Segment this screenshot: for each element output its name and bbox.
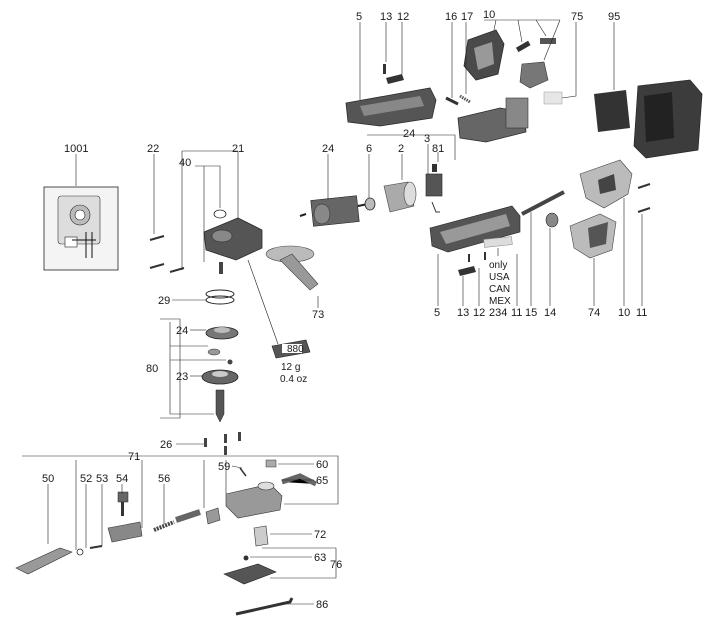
part-53-pin [89, 545, 103, 549]
callout-71: 71 [128, 451, 140, 463]
callout-3: 3 [424, 133, 430, 145]
part-72-sleeve [253, 525, 269, 547]
callout-24-low: 24 [176, 325, 188, 337]
callout-80: 80 [146, 363, 158, 375]
part-3-brush-holder [425, 173, 443, 197]
callout-22: 22 [147, 143, 159, 155]
grease-code: 880 [287, 344, 304, 355]
part-5-motor-housing [429, 205, 521, 253]
part-95-manual [594, 90, 630, 132]
callout-86: 86 [316, 599, 328, 611]
callout-12-bottom: 12 [473, 307, 485, 319]
part-81-brush [432, 164, 437, 172]
part-2-stator [383, 181, 417, 213]
callout-234: 234 [489, 307, 507, 319]
callout-26: 26 [160, 439, 172, 451]
callout-24-mid: 24 [403, 128, 415, 140]
grease-oz: 0.4 oz [280, 374, 307, 385]
part-59-screw [239, 467, 247, 477]
callout-5-top: 5 [356, 11, 362, 23]
callout-23: 23 [176, 371, 188, 383]
callout-59: 59 [218, 461, 230, 473]
part-54-knob [107, 491, 143, 543]
part-6-bearing [364, 197, 376, 211]
callout-5-bottom: 5 [434, 307, 440, 319]
region-usa: USA [489, 272, 510, 283]
callout-95: 95 [608, 11, 620, 23]
callout-10-top: 10 [483, 9, 495, 21]
callout-21: 21 [232, 143, 244, 155]
part-12-bottom [458, 266, 476, 276]
callout-12-top: 12 [397, 11, 409, 23]
callout-14: 14 [544, 307, 556, 319]
callout-11-bottom: 11 [511, 307, 522, 319]
part-21-gear-head [203, 217, 263, 261]
region-can: CAN [489, 284, 510, 295]
callout-56: 56 [158, 473, 170, 485]
callout-73: 73 [312, 309, 324, 321]
callout-63: 63 [314, 552, 326, 564]
leader-lines [22, 19, 643, 605]
callout-76: 76 [330, 559, 342, 571]
callout-2: 2 [398, 143, 404, 155]
callout-54: 54 [116, 473, 128, 485]
callout-53: 53 [96, 473, 108, 485]
callout-60: 60 [316, 459, 328, 471]
part-12-top [386, 74, 404, 84]
callout-75: 75 [571, 11, 583, 23]
callout-24-left: 24 [322, 143, 334, 155]
callout-13-bottom: 13 [457, 307, 469, 319]
callout-1001: 1001 [64, 143, 88, 155]
part-13-top [383, 64, 386, 74]
part-63-ball [243, 555, 249, 561]
part-15-slider-rod [521, 190, 565, 216]
callout-6: 6 [366, 143, 372, 155]
callout-52: 52 [80, 473, 92, 485]
part-60 [265, 459, 277, 468]
part-52-ring [76, 548, 84, 556]
part-17-spring [459, 94, 471, 104]
part-14-knob [545, 212, 559, 228]
callout-74: 74 [588, 307, 600, 319]
part-10-housing-bottom [579, 159, 633, 209]
part-11-screws [637, 183, 651, 213]
callout-65: 65 [316, 475, 328, 487]
part-73-side-handle [265, 245, 319, 291]
part-29-ring [205, 289, 235, 299]
callout-29: 29 [158, 295, 170, 307]
callout-17: 17 [461, 11, 473, 23]
callout-13-top: 13 [380, 11, 392, 23]
region-only: only [489, 260, 507, 271]
part-26-screws [204, 432, 241, 455]
part-24-armature [299, 195, 369, 227]
part-234-label [483, 236, 513, 248]
part-22-screws [149, 235, 185, 273]
part-40-bearing [213, 209, 227, 219]
part-16-screw [445, 96, 459, 106]
callout-81: 81 [432, 143, 444, 155]
part-1001-inset [43, 186, 119, 271]
callout-72: 72 [314, 529, 326, 541]
part-65-lock-block [225, 473, 318, 519]
part-50-lever [15, 547, 73, 575]
grease-weight: 12 g [281, 362, 300, 373]
part-56-spring [153, 507, 221, 532]
part-spindle [215, 389, 225, 423]
callout-10-bottom: 10 [618, 307, 630, 319]
callout-16: 16 [445, 11, 457, 23]
callout-50: 50 [42, 473, 54, 485]
part-74-cover [569, 213, 617, 259]
part-76-plate [223, 563, 277, 585]
callout-40: 40 [179, 157, 191, 169]
callout-11-right: 11 [636, 307, 647, 319]
part-75-label [543, 91, 563, 105]
part-86-hex-key [235, 597, 294, 616]
region-mex: MEX [489, 296, 511, 307]
callout-15: 15 [525, 307, 537, 319]
